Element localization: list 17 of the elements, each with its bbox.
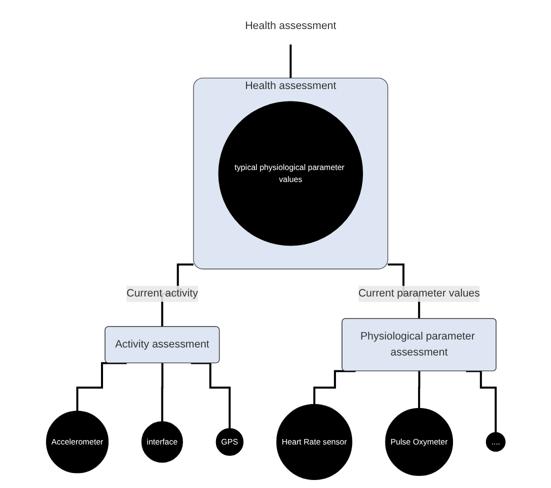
node-circle: .... (486, 432, 506, 452)
node-circle: typical physiological parameter values (218, 101, 363, 246)
connector (160, 362, 164, 423)
connector (418, 370, 420, 410)
edge-label: Current parameter values (358, 288, 480, 300)
node-text: Health assessment (244, 20, 336, 32)
connector (190, 362, 230, 430)
node-circle: interface (141, 421, 183, 463)
node-circle: GPS (216, 428, 244, 456)
edge-label: Current activity (126, 288, 198, 300)
connector (313, 370, 356, 406)
node-circle: Heart Rate sensor (276, 404, 352, 480)
node-circle: Accelerometer (46, 410, 108, 474)
connector (466, 370, 496, 434)
connector (76, 362, 126, 412)
connector (289, 44, 292, 80)
node-circle: Pulse Oxymeter (384, 408, 453, 476)
